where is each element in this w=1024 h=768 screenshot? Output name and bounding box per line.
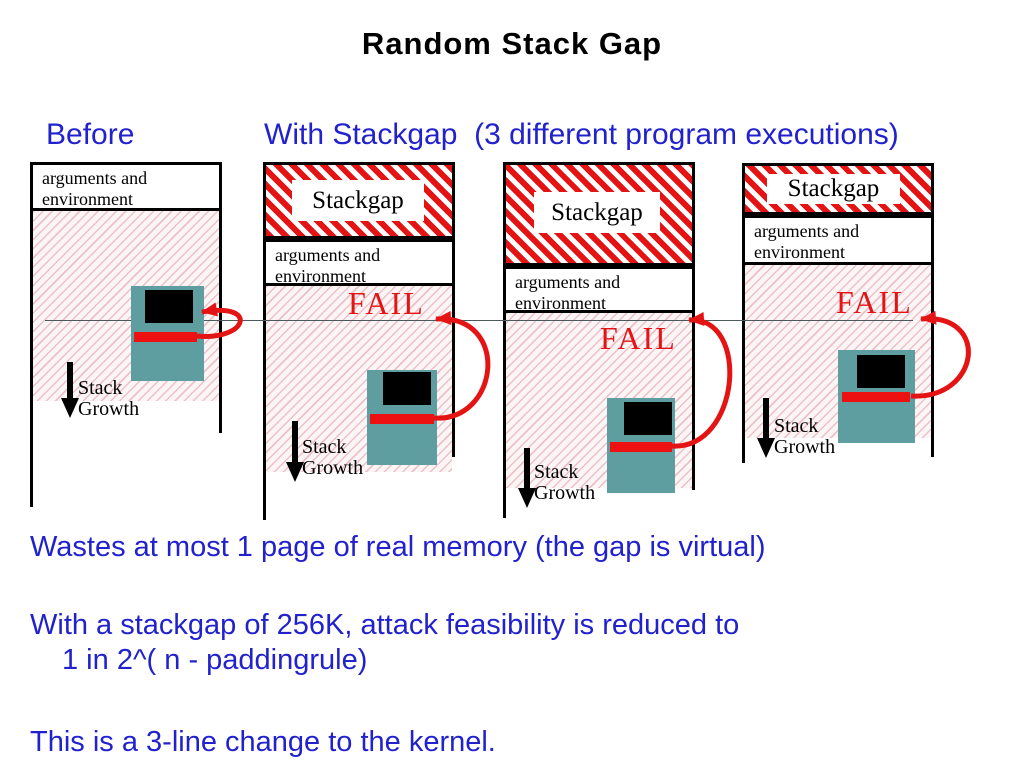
before-heading: Before xyxy=(46,118,135,151)
stackgap-box: Stackgap xyxy=(503,162,695,266)
computer-icon xyxy=(607,398,675,493)
stackgap-label: Stackgap xyxy=(292,180,424,221)
computer-screen xyxy=(857,355,905,388)
computer-screen xyxy=(145,290,193,323)
fail-label: FAIL xyxy=(600,320,677,356)
stackgap-box: Stackgap xyxy=(742,163,934,215)
computer-screen xyxy=(624,402,672,435)
stack-growth-label: Stack Growth xyxy=(302,436,364,479)
column-right-border xyxy=(219,162,222,433)
computer-icon xyxy=(131,286,204,381)
column-left-border xyxy=(30,162,33,507)
args-env-box: arguments and environment xyxy=(503,266,695,313)
column-left-border xyxy=(742,163,745,463)
note-kernel-change: This is a 3-line change to the kernel. xyxy=(30,726,496,758)
stack-growth-label: Stack Growth xyxy=(78,377,140,420)
note-stackgap-256k: With a stackgap of 256K, attack feasibil… xyxy=(30,609,740,641)
stackgap-label: Stackgap xyxy=(767,174,900,204)
note-probability: 1 in 2^( n - paddingrule) xyxy=(62,644,368,676)
fail-label: FAIL xyxy=(348,285,425,321)
column-left-border xyxy=(503,162,506,518)
note-wastes: Wastes at most 1 page of real memory (th… xyxy=(30,531,766,563)
with-stackgap-heading: With Stackgap (3 different program execu… xyxy=(264,118,899,151)
stack-growth-label: Stack Growth xyxy=(774,415,836,458)
stack-growth-label: Stack Growth xyxy=(534,461,596,504)
overflow-bar xyxy=(610,442,672,452)
computer-screen xyxy=(383,372,431,405)
column-right-border xyxy=(452,162,455,457)
column-right-border xyxy=(931,163,934,457)
args-env-box: arguments and environment xyxy=(742,215,934,265)
args-env-box: arguments and environment xyxy=(263,239,455,286)
overflow-bar xyxy=(370,414,434,424)
stackgap-box: Stackgap xyxy=(263,162,455,239)
computer-icon xyxy=(367,370,437,465)
overflow-bar xyxy=(134,332,197,342)
computer-icon xyxy=(838,350,915,443)
page-title: Random Stack Gap xyxy=(361,26,663,61)
column-right-border xyxy=(692,162,695,490)
args-env-box: arguments and environment xyxy=(30,162,222,211)
fail-label: FAIL xyxy=(836,284,913,320)
column-left-border xyxy=(263,162,266,520)
overflow-bar xyxy=(842,392,910,402)
stackgap-label: Stackgap xyxy=(534,192,660,233)
